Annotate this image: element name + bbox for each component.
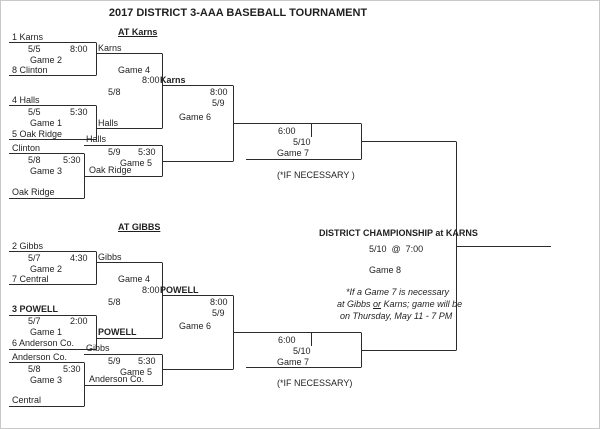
gibbs-game7-time: 6:00 — [278, 335, 296, 345]
karns-game2-seed-b: 8 Clinton — [12, 65, 48, 75]
championship-heading: DISTRICT CHAMPIONSHIP at KARNS — [319, 228, 478, 238]
gibbs-game6-time: 8:00 — [210, 297, 228, 307]
gibbs-game5-team-a: Gibbs — [86, 343, 110, 353]
gibbs-game4-time: 8:00 — [142, 285, 160, 295]
karns-game2-winner: Karns — [98, 43, 122, 53]
karns-game2-label: Game 2 — [30, 55, 63, 65]
gibbs-game1-seed-b: 6 Anderson Co. — [12, 338, 75, 348]
championship-note-line1: *If a Game 7 is necessary — [346, 287, 450, 297]
karns-game7-date: 5/10 — [293, 137, 311, 147]
gibbs-game2-seed-a: 2 Gibbs — [12, 241, 44, 251]
page-title: 2017 DISTRICT 3-AAA BASEBALL TOURNAMENT — [108, 7, 368, 19]
gibbs-game2-seed-b: 7 Central — [12, 274, 49, 284]
karns-game3-team-b: Oak Ridge — [12, 187, 55, 197]
gibbs-game3-label: Game 3 — [30, 375, 63, 385]
gibbs-game2-label: Game 2 — [30, 264, 63, 274]
karns-game6-time: 8:00 — [210, 87, 228, 97]
karns-game1-seed-a: 4 Halls — [12, 95, 40, 105]
gibbs-site-header: AT GIBBS — [118, 222, 161, 232]
gibbs-game1-winner: POWELL — [98, 327, 137, 337]
gibbs-game4-winner: POWELL — [160, 285, 199, 295]
championship-note-line3: on Thursday, May 11 - 7 PM — [340, 311, 453, 321]
gibbs-game7-label: Game 7 — [277, 357, 310, 367]
karns-game4-label: Game 4 — [118, 65, 151, 75]
gibbs-game5-date: 5/9 — [108, 356, 121, 366]
karns-game4-winner: Karns — [160, 75, 186, 85]
gibbs-game3-winner: Anderson Co. — [89, 374, 145, 384]
karns-game4-date: 5/8 — [108, 87, 121, 97]
karns-game3-winner: Oak Ridge — [89, 165, 132, 175]
gibbs-game2-time: 4:30 — [70, 253, 88, 263]
karns-game1-winner: Halls — [98, 118, 119, 128]
karns-game2-time: 8:00 — [70, 44, 88, 54]
karns-game5-team-a: Halls — [86, 134, 107, 144]
karns-game5-date: 5/9 — [108, 147, 121, 157]
gibbs-game6-date: 5/9 — [212, 308, 225, 318]
gibbs-game2-winner: Gibbs — [98, 252, 122, 262]
championship-note-line2-or: or — [373, 299, 382, 309]
gibbs-game1-seed-a: 3 POWELL — [12, 304, 59, 314]
karns-game5-label: Game 5 — [120, 158, 153, 168]
gibbs-game1-time: 2:00 — [70, 316, 88, 326]
karns-game1-seed-b: 5 Oak Ridge — [12, 129, 63, 139]
gibbs-game5-time: 5:30 — [138, 356, 156, 366]
karns-game1-date: 5/5 — [28, 107, 41, 117]
karns-game1-time: 5:30 — [70, 107, 88, 117]
karns-game6-date: 5/9 — [212, 98, 225, 108]
karns-game6-label: Game 6 — [179, 112, 212, 122]
karns-game2-date: 5/5 — [28, 44, 41, 54]
gibbs-game6-label: Game 6 — [179, 321, 212, 331]
gibbs-game2-date: 5/7 — [28, 253, 41, 263]
karns-game3-time: 5:30 — [63, 155, 81, 165]
karns-game3-label: Game 3 — [30, 166, 63, 176]
gibbs-game7-if-necessary-note: (*IF NECESSARY) — [277, 378, 353, 388]
gibbs-game1-date: 5/7 — [28, 316, 41, 326]
karns-game5-time: 5:30 — [138, 147, 156, 157]
gibbs-game4-label: Game 4 — [118, 274, 151, 284]
gibbs-game3-date: 5/8 — [28, 364, 41, 374]
karns-game2-seed-a: 1 Karns — [12, 32, 44, 42]
gibbs-game5-label: Game 5 — [120, 367, 153, 377]
karns-game1-label: Game 1 — [30, 118, 63, 128]
karns-game3-team-a: Clinton — [12, 143, 41, 153]
gibbs-game7-date: 5/10 — [293, 346, 311, 356]
championship-note-line2: at Gibbs or Karns; game will be — [337, 299, 462, 309]
karns-game4-time: 8:00 — [142, 75, 160, 85]
gibbs-game4-date: 5/8 — [108, 297, 121, 307]
gibbs-game1-label: Game 1 — [30, 327, 63, 337]
karns-game7-time: 6:00 — [278, 126, 296, 136]
championship-game-label: Game 8 — [369, 265, 402, 275]
gibbs-game3-team-a: Anderson Co. — [12, 352, 68, 362]
championship-note-line2-a: at Gibbs — [337, 299, 374, 309]
gibbs-game3-time: 5:30 — [63, 364, 81, 374]
gibbs-game3-team-b: Central — [12, 395, 42, 405]
championship-note-line2-b: Karns; game will be — [381, 299, 463, 309]
karns-site-header: AT Karns — [118, 27, 158, 37]
karns-game7-label: Game 7 — [277, 148, 310, 158]
championship-datetime: 5/10 @ 7:00 — [369, 244, 424, 254]
karns-game7-if-necessary-note: (*IF NECESSARY ) — [277, 170, 355, 180]
karns-game3-date: 5/8 — [28, 155, 41, 165]
